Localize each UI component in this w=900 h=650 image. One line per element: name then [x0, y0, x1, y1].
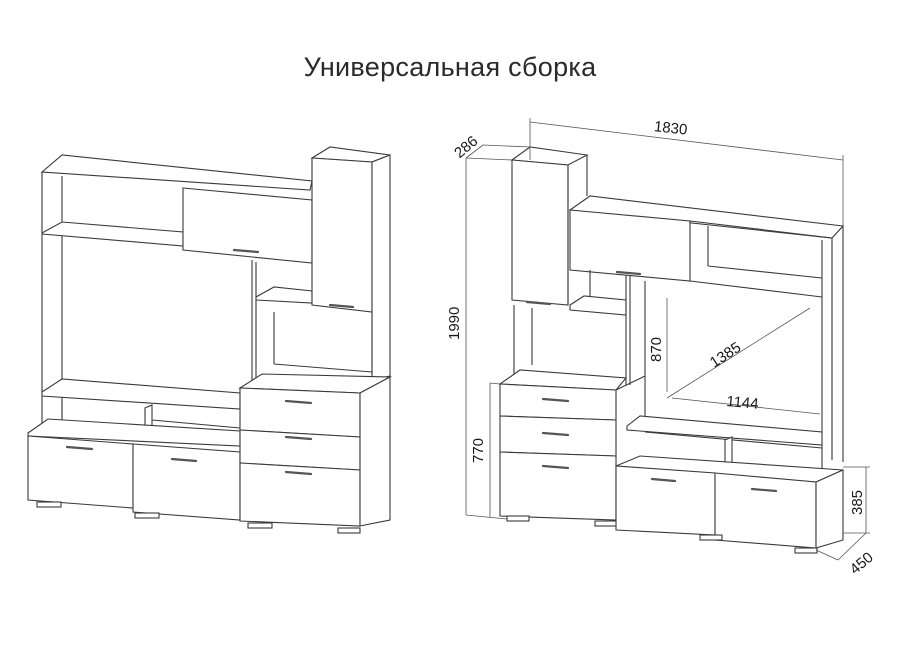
dim-depth-top: 286 [451, 133, 481, 162]
right-wall-unit-drawing [498, 146, 845, 554]
dim-tv-niche-width: 1144 [726, 393, 760, 413]
dim-total-width: 1830 [653, 118, 688, 138]
dim-total-height: 1990 [446, 307, 463, 340]
dim-tv-niche-height: 870 [648, 337, 665, 362]
dim-base-depth: 450 [847, 549, 877, 578]
dimension-lines [465, 118, 870, 561]
dim-base-height: 385 [849, 490, 866, 515]
left-wall-unit-drawing [27, 146, 393, 534]
dim-cabinet-height: 770 [470, 438, 487, 463]
dim-tv-diagonal: 1385 [707, 339, 744, 371]
page-title: Универсальная сборка [303, 52, 597, 82]
